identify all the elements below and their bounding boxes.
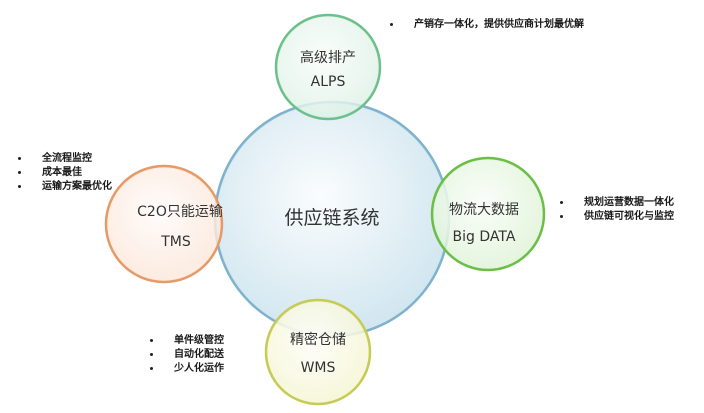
bigdata-title: 物流大数据 — [449, 202, 519, 218]
note-item: 产销存一体化，提供供应商计划最优解 — [386, 18, 584, 32]
tms-title: C2O只能运输 — [137, 204, 223, 220]
tms-code: TMS — [160, 234, 191, 250]
wms-title: 精密仓储 — [290, 331, 346, 348]
alps-notes: 产销存一体化，提供供应商计划最优解 — [386, 18, 584, 32]
tms-circle-highlight — [108, 168, 220, 280]
center-circle-highlight — [217, 104, 447, 334]
wms-code: WMS — [301, 360, 336, 376]
alps-title: 高级排产 — [300, 49, 356, 66]
wms-circle-highlight — [268, 302, 368, 402]
alps-circle-highlight — [278, 17, 378, 117]
tms-notes: 全流程监控成本最佳运输方案最优化 — [14, 152, 112, 194]
note-item: 全流程监控 — [14, 152, 112, 166]
note-item: 供应链可视化与监控 — [556, 210, 674, 224]
note-item: 规划运营数据一体化 — [556, 196, 674, 210]
note-item: 成本最佳 — [14, 166, 112, 180]
note-item: 单件级管控 — [146, 334, 224, 348]
center-label: 供应链系统 — [284, 207, 379, 229]
bigdata-notes: 规划运营数据一体化供应链可视化与监控 — [556, 196, 674, 224]
note-item: 自动化配送 — [146, 348, 224, 362]
note-item: 少人化运作 — [146, 362, 224, 376]
note-item: 运输方案最优化 — [14, 180, 112, 194]
bigdata-code: Big DATA — [453, 229, 516, 245]
wms-notes: 单件级管控自动化配送少人化运作 — [146, 334, 224, 376]
alps-code: ALPS — [311, 74, 346, 90]
bigdata-circle-highlight — [434, 160, 542, 268]
